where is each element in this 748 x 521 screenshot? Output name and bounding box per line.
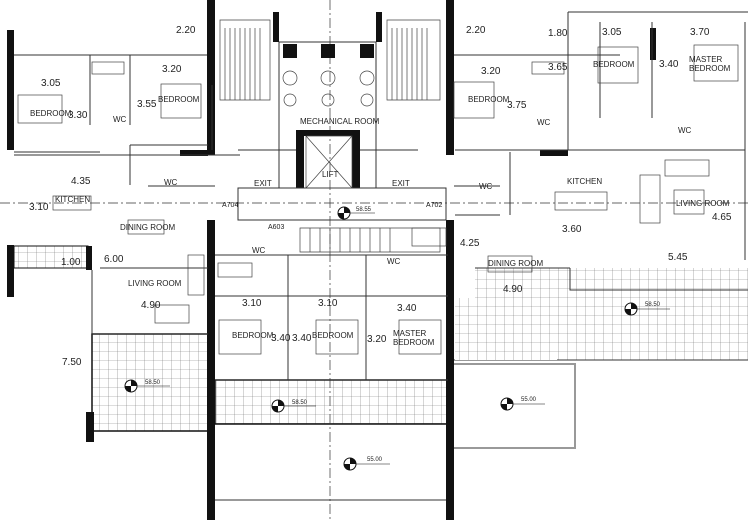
terrace-stair bbox=[455, 298, 557, 360]
room-label: WC bbox=[537, 118, 551, 127]
room-label: LIFT bbox=[322, 170, 339, 179]
terrace-middle bbox=[214, 379, 449, 425]
room-label: WC bbox=[387, 257, 401, 266]
room-label: WC bbox=[479, 182, 493, 191]
dimension-label: 5.45 bbox=[668, 252, 688, 263]
dimension-label: 3.20 bbox=[162, 64, 182, 75]
svg-text:58.50: 58.50 bbox=[292, 400, 308, 406]
dimension-label: 4.90 bbox=[141, 300, 161, 311]
dimension-label: 3.05 bbox=[41, 78, 61, 89]
room-label: BEDROOM bbox=[593, 60, 635, 69]
room-label: EXIT bbox=[392, 179, 410, 188]
room-label: BEDROOM bbox=[158, 95, 200, 104]
level-markers: 58.55 58.50 58.50 58.50 55.00 55.00 bbox=[124, 206, 670, 471]
terraces bbox=[13, 245, 748, 432]
room-label: BEDROOM bbox=[393, 338, 435, 347]
room-label: KITCHEN bbox=[55, 195, 90, 204]
door-tag: A603 bbox=[268, 224, 284, 231]
room-label: BEDROOM bbox=[232, 331, 274, 340]
room-label: KITCHEN bbox=[567, 177, 602, 186]
dimension-label: 3.55 bbox=[137, 99, 157, 110]
dimension-label: 3.30 bbox=[68, 110, 88, 121]
room-label: DINING ROOM bbox=[488, 259, 543, 268]
room-label: MECHANICAL ROOM bbox=[300, 117, 380, 126]
mechanical-equipment bbox=[282, 44, 375, 107]
dimension-label: 3.10 bbox=[242, 298, 262, 309]
dimension-label: 2.20 bbox=[176, 25, 196, 36]
dimension-label: 3.20 bbox=[481, 66, 501, 77]
dimension-label: 3.40 bbox=[397, 303, 417, 314]
room-label: LIVING ROOM bbox=[128, 279, 182, 288]
dimension-label: 2.20 bbox=[466, 25, 486, 36]
svg-text:55.00: 55.00 bbox=[521, 397, 537, 403]
room-labels: BEDROOM BEDROOM BEDROOM BEDROOM MASTER B… bbox=[30, 55, 731, 347]
dimension-label: 4.90 bbox=[503, 284, 523, 295]
svg-text:55.00: 55.00 bbox=[367, 457, 383, 463]
terrace-left bbox=[91, 333, 209, 432]
dimension-label: 4.65 bbox=[712, 212, 732, 223]
level-marker: 58.50 bbox=[124, 379, 170, 393]
dimension-label: 4.35 bbox=[71, 176, 91, 187]
room-label: EXIT bbox=[254, 179, 272, 188]
dimension-label: 3.40 bbox=[271, 333, 291, 344]
dimension-labels: 2.20 2.20 1.80 3.05 3.20 3.20 3.05 3.70 … bbox=[29, 25, 732, 368]
room-label: DINING ROOM bbox=[120, 223, 175, 232]
dimension-label: 1.00 bbox=[61, 257, 81, 268]
room-label: BEDROOM bbox=[312, 331, 354, 340]
level-marker: 58.55 bbox=[337, 206, 375, 220]
room-label: BEDROOM bbox=[30, 109, 72, 118]
walls bbox=[7, 0, 656, 520]
furniture bbox=[17, 44, 739, 355]
dimension-label: 1.80 bbox=[548, 28, 568, 39]
dimension-label: 7.50 bbox=[62, 357, 82, 368]
room-label: WC bbox=[164, 178, 178, 187]
dimension-label: 4.25 bbox=[460, 238, 480, 249]
dimension-label: 6.00 bbox=[104, 254, 124, 265]
room-label: BEDROOM bbox=[468, 95, 510, 104]
dimension-label: 3.70 bbox=[690, 27, 710, 38]
svg-text:58.55: 58.55 bbox=[356, 207, 372, 213]
dimension-label: 3.40 bbox=[659, 59, 679, 70]
dimension-label: 3.65 bbox=[548, 62, 568, 73]
room-label: WC bbox=[252, 246, 266, 255]
door-tags: A704 A702 A603 bbox=[222, 202, 442, 231]
room-label: MASTER bbox=[689, 55, 723, 64]
dimension-label: 3.40 bbox=[292, 333, 312, 344]
svg-text:58.50: 58.50 bbox=[145, 380, 161, 386]
dimension-label: 3.10 bbox=[29, 202, 49, 213]
dimension-label: 3.10 bbox=[318, 298, 338, 309]
level-marker: 58.50 bbox=[271, 399, 316, 413]
room-label: MASTER bbox=[393, 329, 427, 338]
dimension-label: 3.60 bbox=[562, 224, 582, 235]
svg-text:58.50: 58.50 bbox=[645, 302, 661, 308]
room-label: WC bbox=[678, 126, 692, 135]
level-marker: 55.00 bbox=[500, 397, 545, 411]
door-tag: A702 bbox=[426, 202, 442, 209]
room-label: LIVING ROOM bbox=[676, 199, 730, 208]
lower-outline bbox=[215, 363, 576, 501]
dimension-label: 3.05 bbox=[602, 27, 622, 38]
thin-walls bbox=[14, 11, 748, 381]
level-marker: 55.00 bbox=[343, 457, 390, 471]
room-label: BEDROOM bbox=[689, 64, 731, 73]
dimension-label: 3.20 bbox=[367, 334, 387, 345]
door-tag: A704 bbox=[222, 202, 238, 209]
level-marker: 58.50 bbox=[624, 302, 670, 316]
dimension-label: 3.75 bbox=[507, 100, 527, 111]
room-label: WC bbox=[113, 115, 127, 124]
